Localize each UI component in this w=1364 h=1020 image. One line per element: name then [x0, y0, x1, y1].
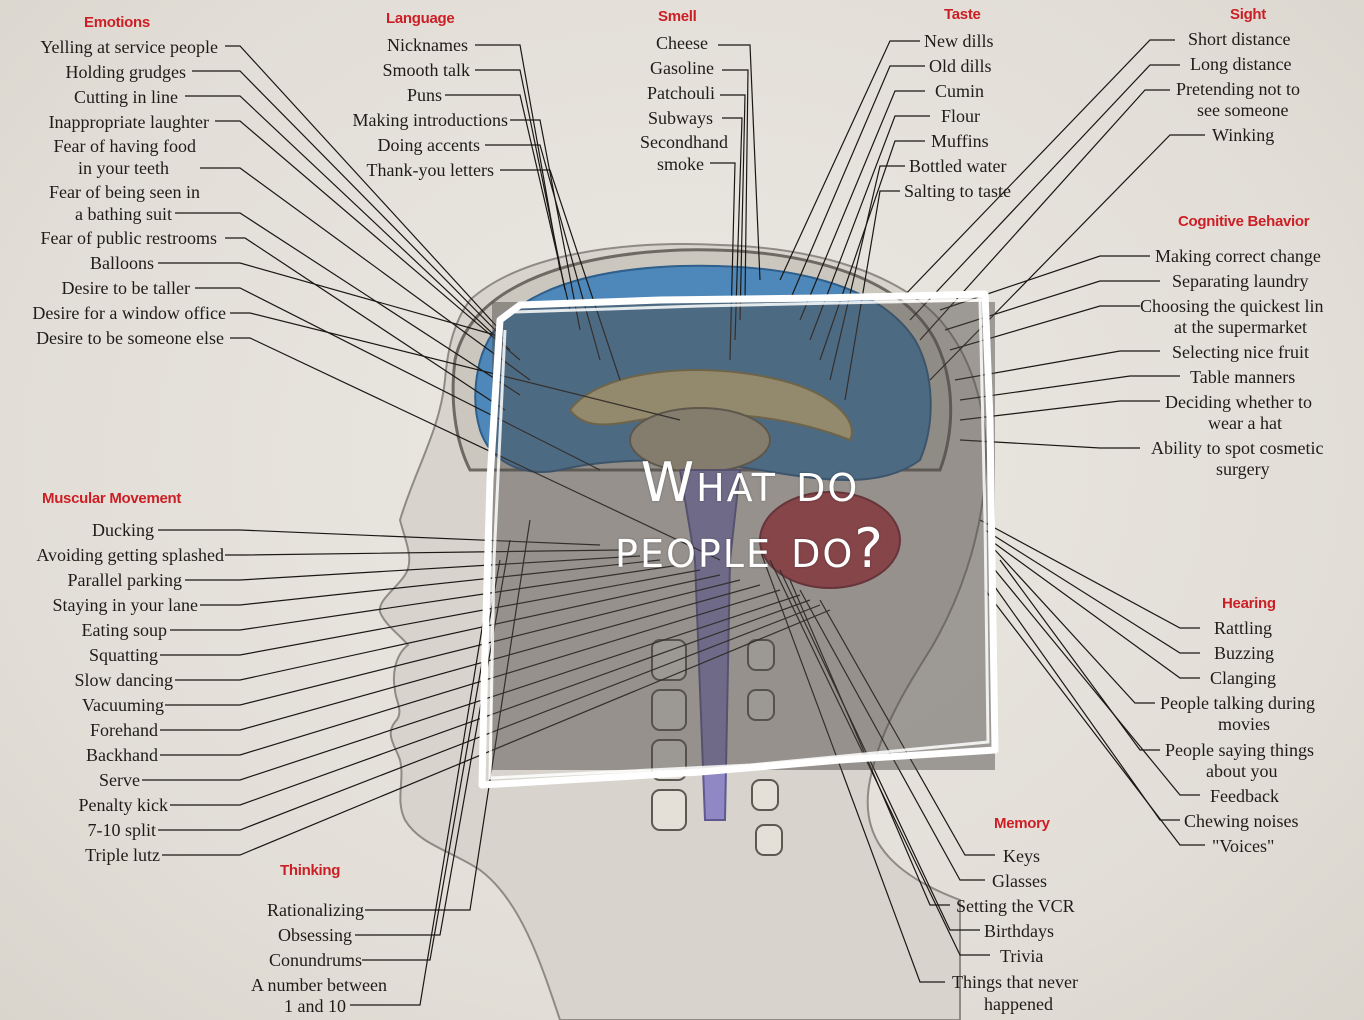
emotions-item: Desire for a window office — [32, 303, 226, 323]
smell-item: smoke — [657, 154, 704, 174]
cognitive-item: Selecting nice fruit — [1172, 342, 1309, 362]
muscular-item: Parallel parking — [68, 570, 182, 590]
category-title-thinking: Thinking — [280, 862, 340, 879]
sight-item: Winking — [1212, 125, 1274, 145]
category-title-muscular-movement: Muscular Movement — [42, 490, 181, 507]
muscular-item: 7-10 split — [87, 820, 156, 840]
muscular-item: Backhand — [86, 745, 158, 765]
hearing-item: Feedback — [1210, 786, 1279, 806]
taste-item: New dills — [924, 31, 994, 51]
muscular-item: Penalty kick — [79, 795, 168, 815]
emotions-item: a bathing suit — [75, 204, 172, 224]
smell-item: Cheese — [656, 33, 708, 53]
smell-item: Patchouli — [647, 83, 715, 103]
cognitive-item: Ability to spot cosmetic — [1151, 438, 1324, 458]
muscular-item: Staying in your lane — [53, 595, 198, 615]
muscular-item: Eating soup — [82, 620, 168, 640]
hearing-item: movies — [1218, 714, 1270, 734]
memory-item: Glasses — [992, 871, 1047, 891]
category-title-sight: Sight — [1230, 6, 1266, 23]
hearing-item: Clanging — [1210, 668, 1276, 688]
cognitive-item: Separating laundry — [1172, 271, 1308, 291]
hearing-item: Buzzing — [1214, 643, 1274, 663]
slide-title: What do people do? — [520, 450, 980, 582]
emotions-item: Yelling at service people — [40, 37, 218, 57]
taste-item: Muffins — [931, 131, 989, 151]
cognitive-item: Deciding whether to — [1165, 392, 1312, 412]
category-title-cognitive-behavior: Cognitive Behavior — [1178, 213, 1309, 230]
cognitive-item: Choosing the quickest lin — [1140, 296, 1324, 316]
thinking-item: Obsessing — [278, 925, 352, 945]
muscular-item: Squatting — [89, 645, 158, 665]
cognitive-item: Table manners — [1190, 367, 1295, 387]
language-item: Smooth talk — [382, 60, 470, 80]
language-item: Doing accents — [378, 135, 480, 155]
thinking-item: Conundrums — [269, 950, 362, 970]
cognitive-item: surgery — [1216, 459, 1270, 479]
language-item: Nicknames — [387, 35, 468, 55]
emotions-item: Holding grudges — [66, 62, 187, 82]
category-title-emotions: Emotions — [84, 14, 150, 31]
language-item: Puns — [407, 85, 442, 105]
sight-item: Pretending not to — [1176, 79, 1300, 99]
sight-item: Short distance — [1188, 29, 1290, 49]
muscular-item: Avoiding getting splashed — [36, 545, 224, 565]
muscular-item: Serve — [99, 770, 140, 790]
hearing-item: People saying things — [1165, 740, 1314, 760]
muscular-item: Slow dancing — [75, 670, 174, 690]
memory-item: Keys — [1003, 846, 1040, 866]
taste-item: Bottled water — [909, 156, 1006, 176]
memory-item: Things that never — [952, 972, 1078, 992]
category-title-smell: Smell — [658, 8, 697, 25]
smell-item: Subways — [648, 108, 713, 128]
memory-item: Setting the VCR — [956, 896, 1075, 916]
hearing-item: People talking during — [1160, 693, 1315, 713]
emotions-item: Cutting in line — [74, 87, 178, 107]
language-item: Making introductions — [353, 110, 509, 130]
emotions-item: Desire to be taller — [62, 278, 190, 298]
hearing-item: "Voices" — [1212, 836, 1274, 856]
sight-item: see someone — [1197, 100, 1288, 120]
category-title-taste: Taste — [944, 6, 981, 23]
smell-item: Gasoline — [650, 58, 714, 78]
language-item: Thank-you letters — [367, 160, 494, 180]
muscular-item: Triple lutz — [85, 845, 160, 865]
taste-item: Cumin — [935, 81, 984, 101]
category-title-hearing: Hearing — [1222, 595, 1276, 612]
sight-item: Long distance — [1190, 54, 1291, 74]
emotions-item: Balloons — [90, 253, 154, 273]
taste-item: Salting to taste — [904, 181, 1011, 201]
taste-item: Old dills — [929, 56, 992, 76]
thinking-item: 1 and 10 — [284, 996, 346, 1016]
memory-item: Birthdays — [984, 921, 1054, 941]
slide-title-line-1: What do — [520, 450, 980, 516]
smell-item: Secondhand — [640, 132, 728, 152]
memory-item: happened — [984, 994, 1053, 1014]
muscular-item: Ducking — [92, 520, 154, 540]
emotions-item: Fear of public restrooms — [41, 228, 217, 248]
category-title-language: Language — [386, 10, 454, 27]
taste-item: Flour — [941, 106, 980, 126]
emotions-item: Fear of having food — [54, 136, 196, 156]
emotions-item: Fear of being seen in — [49, 182, 200, 202]
memory-item: Trivia — [1000, 946, 1043, 966]
thinking-item: A number between — [251, 975, 387, 995]
muscular-item: Forehand — [90, 720, 158, 740]
hearing-item: about you — [1206, 761, 1278, 781]
muscular-item: Vacuuming — [82, 695, 164, 715]
hearing-item: Chewing noises — [1184, 811, 1299, 831]
slide-title-line-2: people do? — [520, 516, 980, 582]
emotions-item: Inappropriate laughter — [49, 112, 209, 132]
cognitive-item: at the supermarket — [1174, 317, 1307, 337]
category-title-memory: Memory — [994, 815, 1050, 832]
emotions-item: Desire to be someone else — [36, 328, 224, 348]
hearing-item: Rattling — [1214, 618, 1272, 638]
emotions-item: in your teeth — [78, 158, 169, 178]
cognitive-item: Making correct change — [1155, 246, 1321, 266]
thinking-item: Rationalizing — [267, 900, 364, 920]
cognitive-item: wear a hat — [1208, 413, 1282, 433]
